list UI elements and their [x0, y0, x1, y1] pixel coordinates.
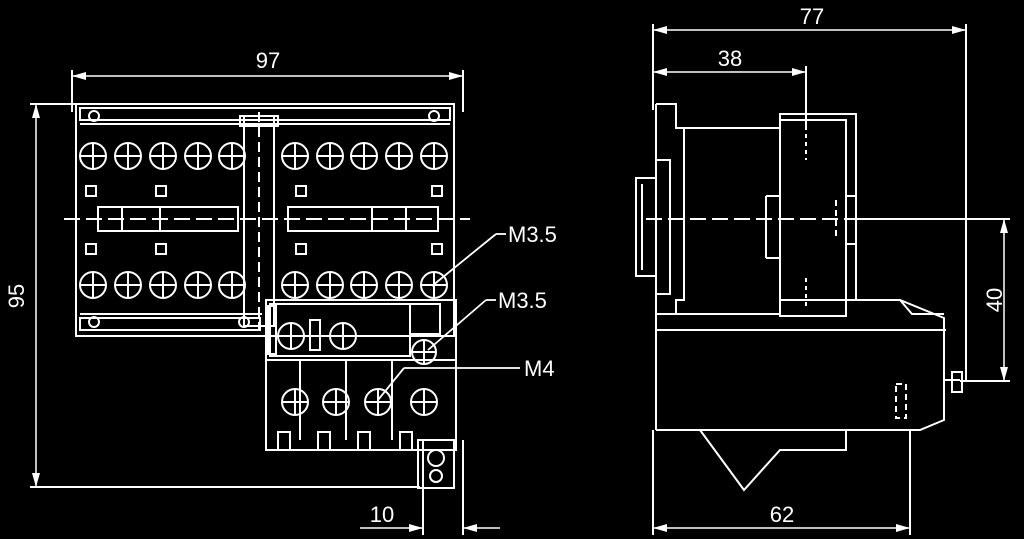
terminal-screw [411, 339, 437, 365]
label-side-rail: 38 [718, 46, 742, 71]
label-front-width: 97 [256, 48, 280, 73]
terminal-screw [316, 142, 344, 170]
terminal-screw [350, 142, 378, 170]
callout-screw-upper: M3.5 [508, 222, 557, 247]
terminal-screw [184, 271, 212, 299]
dim-side-bottom [652, 430, 911, 535]
terminal-screw [410, 388, 438, 416]
label-side-depth: 77 [800, 4, 824, 29]
terminal-screw [184, 142, 212, 170]
terminal-screw [114, 142, 142, 170]
label-offset-bottom: 10 [370, 502, 394, 527]
front-view [30, 70, 500, 535]
side-view [635, 24, 1010, 535]
label-side-center: 40 [982, 288, 1007, 312]
terminal-screw [322, 388, 350, 416]
terminal-screw [316, 271, 344, 299]
label-side-bottom: 62 [770, 502, 794, 527]
dim-front-width [71, 70, 464, 112]
callout-screw-lower: M3.5 [498, 288, 547, 313]
terminal-screw [385, 271, 413, 299]
terminal-screw [149, 271, 177, 299]
terminal-screw [281, 388, 309, 416]
dim-side-depth [652, 24, 967, 380]
callout-screw-relay: M4 [524, 356, 555, 381]
terminal-screw [218, 142, 246, 170]
terminal-screw [350, 271, 378, 299]
terminal-screw [79, 142, 107, 170]
terminal-screw [329, 322, 357, 350]
dim-side-center [846, 218, 1010, 382]
terminal-screw [281, 142, 309, 170]
terminal-screws-front [79, 142, 448, 416]
terminal-screw [218, 271, 246, 299]
terminal-screw [79, 271, 107, 299]
terminal-screw [149, 142, 177, 170]
dimension-labels: 97 95 10 77 38 40 62 M3.5 M3.5 M4 [4, 4, 1007, 527]
terminal-screw [281, 271, 309, 299]
terminal-screw [420, 142, 448, 170]
callout-leaders [377, 233, 520, 401]
label-front-height: 95 [4, 284, 29, 308]
terminal-screw [277, 322, 305, 350]
terminal-screw [385, 142, 413, 170]
terminal-screw [114, 271, 142, 299]
terminal-screw [364, 388, 392, 416]
